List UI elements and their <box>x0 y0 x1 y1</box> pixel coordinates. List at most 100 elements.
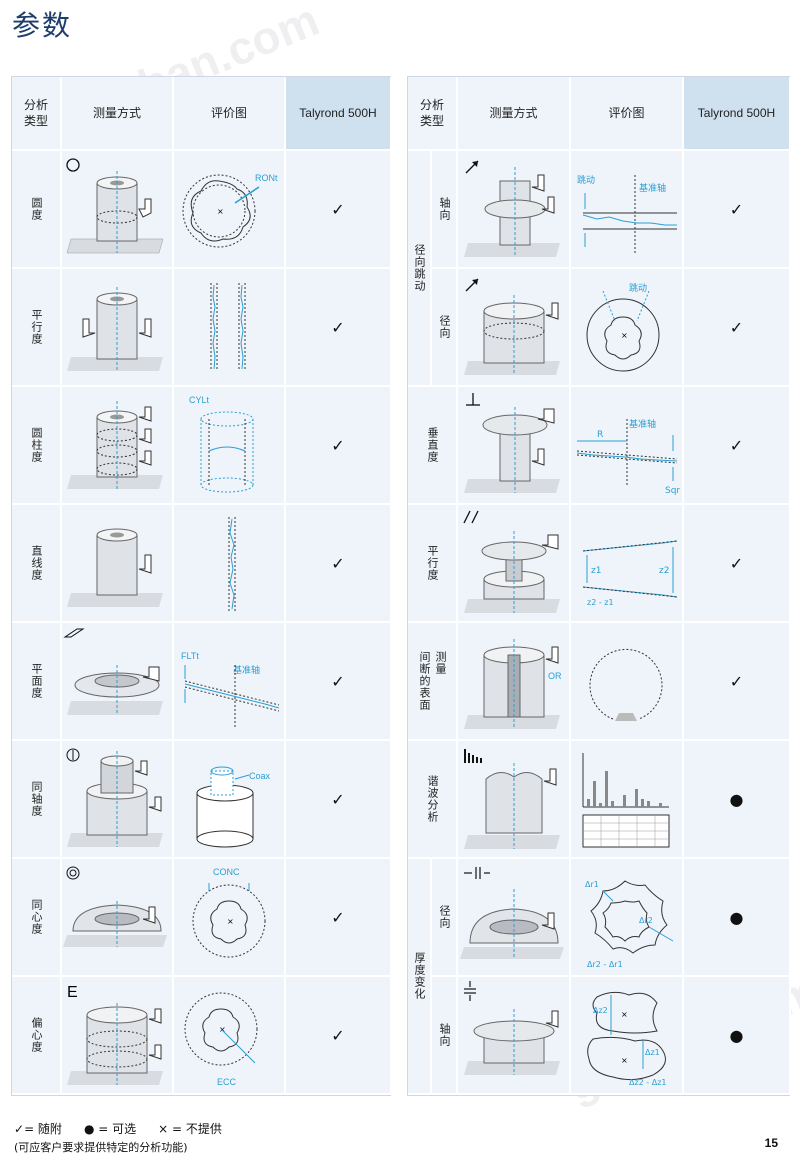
chart-interrupted-surface <box>571 623 684 741</box>
method-eccentricity: E <box>62 977 174 1095</box>
annot-datum-axis: 基准轴 <box>233 664 260 676</box>
row-label-roundness: 圆度 <box>12 151 62 269</box>
mark-cylindricity: ✓ <box>286 387 392 505</box>
row-label-radial-runout: 径向 <box>432 269 458 387</box>
cylinder-single-probe-icon <box>67 528 163 607</box>
method-coaxiality <box>62 741 174 859</box>
chart-thickness-radial: Δr1 Δr2 Δr2 - Δr1 <box>571 859 684 977</box>
svg-text:×: × <box>217 207 224 216</box>
method-flatness <box>62 623 174 741</box>
method-parallelism <box>62 269 174 387</box>
chart-thickness-axial: × × Δz2 Δz1 Δz2 - Δz1 <box>571 977 684 1095</box>
mark-thickness-axial: ● <box>684 977 791 1095</box>
chart-coaxiality: Coax <box>174 741 286 859</box>
method-concentricity <box>62 859 174 977</box>
chart-straightness <box>174 505 286 623</box>
annot-z2: z2 <box>659 566 669 576</box>
chart-flatness: FLTt 基准轴 <box>174 623 286 741</box>
row-label-parallelism-right: 平行度 <box>408 505 458 623</box>
right-table: 分析 类型 测量方式 评价图 Talyrond 500H 径向跳动 轴向 跳动 … <box>407 76 791 1096</box>
chart-concentricity: CONC × <box>174 859 286 977</box>
mark-interrupted-surface: ✓ <box>684 623 791 741</box>
row-label-harmonic: 谐波分析 <box>408 741 458 859</box>
mark-parallelism-right: ✓ <box>684 505 791 623</box>
annot-dr2-dr1: Δr2 - Δr1 <box>587 960 623 969</box>
annot-or: OR <box>548 671 562 681</box>
header-type-right: 分析 类型 <box>408 77 458 151</box>
bar-chart-icon <box>463 749 482 763</box>
annot-runout-axial: 跳动 <box>577 174 595 186</box>
cylinder-two-probes-icon <box>67 287 163 371</box>
method-interrupted-surface: OR <box>458 623 571 741</box>
header-product: Talyrond 500H <box>286 77 392 151</box>
method-straightness <box>62 505 174 623</box>
method-thickness-radial <box>458 859 571 977</box>
chart-axial-runout: 跳动 基准轴 <box>571 151 684 269</box>
annot-dz2: Δz2 <box>593 1006 608 1015</box>
annot-ecc: ECC <box>217 1077 237 1087</box>
header-chart: 评价图 <box>174 77 286 151</box>
legend-optional: ● = 可选 <box>83 1122 137 1136</box>
chart-radial-runout: 跳动 × <box>571 269 684 387</box>
method-thickness-axial <box>458 977 571 1095</box>
mark-parallelism: ✓ <box>286 269 392 387</box>
header-method: 测量方式 <box>62 77 174 151</box>
annot-fltt: FLTt <box>181 651 199 661</box>
flat-disc-probe-icon <box>63 628 163 715</box>
annot-conc: CONC <box>213 867 240 877</box>
page-title: 参数 <box>12 9 73 42</box>
mark-concentricity: ✓ <box>286 859 392 977</box>
row-label-eccentricity: 偏心度 <box>12 977 62 1095</box>
chart-harmonic <box>571 741 684 859</box>
left-table: 分析 类型 测量方式 评价图 Talyrond 500H 圆度 × RONt ✓… <box>11 76 392 1096</box>
legend-note: (可应客户要求提供特定的分析功能) <box>14 1141 188 1154</box>
row-label-parallelism: 平行度 <box>12 269 62 387</box>
chart-perpendicularity: R 基准轴 Sqr <box>571 387 684 505</box>
chart-cylindricity: CYLt <box>174 387 286 505</box>
stacked-disc-icon: E <box>67 984 163 1085</box>
row-label-thickness-axial: 轴向 <box>432 977 458 1095</box>
group-label-runout: 径向跳动 <box>408 151 432 387</box>
group-label-thickness: 厚度变化 <box>408 859 432 1095</box>
annot-coax: Coax <box>249 771 271 781</box>
annot-datum-axis-perp: 基准轴 <box>629 418 656 430</box>
method-radial-runout <box>458 269 571 387</box>
annot-runout-radial: 跳动 <box>629 282 647 294</box>
mark-straightness: ✓ <box>286 505 392 623</box>
cylinder-multi-probe-icon <box>67 401 163 489</box>
ecc-symbol: E <box>67 984 78 1001</box>
svg-text:×: × <box>621 1010 628 1019</box>
annot-dr2: Δr2 <box>639 916 653 925</box>
chart-parallelism-right: z1 z2 z2 - z1 <box>571 505 684 623</box>
annot-dr1: Δr1 <box>585 880 599 889</box>
svg-text:×: × <box>621 331 628 340</box>
radial-thickness-icon <box>463 867 490 879</box>
header-product-right: Talyrond 500H <box>684 77 791 151</box>
mark-harmonic: ● <box>684 741 791 859</box>
mark-axial-runout: ✓ <box>684 151 791 269</box>
row-label-thickness-radial: 径向 <box>432 859 458 977</box>
method-axial-runout <box>458 151 571 269</box>
method-perpendicularity <box>458 387 571 505</box>
mark-radial-runout: ✓ <box>684 269 791 387</box>
svg-text:×: × <box>219 1025 226 1034</box>
method-parallelism-right <box>458 505 571 623</box>
mark-roundness: ✓ <box>286 151 392 269</box>
annot-z1: z1 <box>591 566 601 576</box>
chart-parallelism <box>174 269 286 387</box>
row-label-perpendicularity: 垂直度 <box>408 387 458 505</box>
row-label-axial-runout: 轴向 <box>432 151 458 269</box>
method-roundness <box>62 151 174 269</box>
axial-thickness-icon <box>463 981 476 1001</box>
row-label-coaxiality: 同轴度 <box>12 741 62 859</box>
annot-ront: RONt <box>255 173 278 183</box>
mark-eccentricity: ✓ <box>286 977 392 1095</box>
ring-cutaway-icon <box>63 866 167 947</box>
chart-roundness: × RONt <box>174 151 286 269</box>
annot-sqr: Sqr <box>665 486 680 496</box>
legend: ✓= 随附 ● = 可选 × = 不提供 (可应客户要求提供特定的分析功能) <box>14 1120 222 1154</box>
annot-dz2-dz1: Δz2 - Δz1 <box>629 1078 667 1087</box>
row-label-interrupted-surface: 测量 间断的表面 <box>408 623 458 741</box>
cylinder-probe-icon <box>66 158 164 254</box>
svg-text:×: × <box>227 917 234 926</box>
